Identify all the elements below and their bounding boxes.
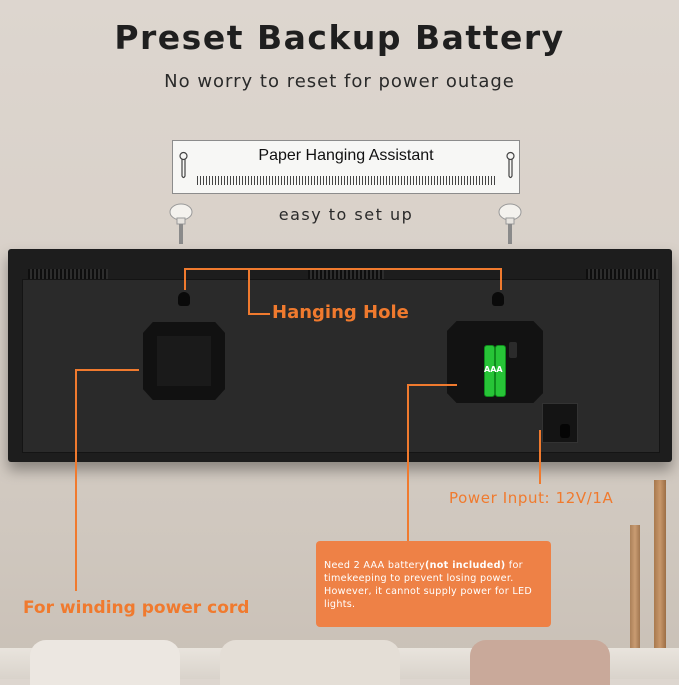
- keyhole-icon: [506, 151, 515, 179]
- note-text: Need 2 AAA battery: [324, 560, 425, 571]
- keyhole-icon: [179, 151, 188, 179]
- paper-hanging-assistant: Paper Hanging Assistant: [172, 140, 520, 194]
- device-back-panel: [8, 249, 672, 462]
- cord-winding-mount: [143, 322, 225, 400]
- wood-stand: [654, 480, 666, 679]
- page-subtitle: No worry to reset for power outage: [164, 71, 515, 92]
- power-input-label: Power Input: 12V/1A: [449, 489, 614, 507]
- battery-note-line: [407, 384, 409, 541]
- hanging-hole-label: Hanging Hole: [272, 302, 409, 323]
- setup-caption: easy to set up: [278, 205, 414, 224]
- sofa-cushion: [30, 640, 180, 685]
- page-title: Preset Backup Battery: [114, 18, 565, 57]
- winding-cord-line: [75, 369, 139, 371]
- power-jack: [560, 424, 570, 438]
- ruler-scale: [197, 176, 497, 185]
- wood-stand: [630, 525, 640, 679]
- wall-screw-icon: [498, 203, 522, 244]
- hanging-hole-line: [248, 268, 250, 314]
- battery-latch: [509, 342, 517, 358]
- battery-badge: AAA: [484, 365, 503, 374]
- hanging-hole-line: [248, 313, 270, 315]
- sofa-cushion: [470, 640, 610, 685]
- hanging-hole-line: [184, 268, 502, 270]
- hanging-hole: [178, 292, 190, 306]
- note-text: for timekeeping to prevent losing power.…: [324, 560, 533, 610]
- winding-cord-line: [75, 369, 77, 591]
- sofa-cushion: [220, 640, 400, 685]
- note-bold-text: (not included): [424, 560, 506, 571]
- hanging-hole-line: [500, 268, 502, 290]
- paper-assistant-label: Paper Hanging Assistant: [258, 147, 434, 164]
- winding-cord-label: For winding power cord: [23, 598, 250, 618]
- wall-screw-icon: [169, 203, 193, 244]
- battery-note: Need 2 AAA battery(not included) for tim…: [316, 541, 551, 627]
- aaa-battery: [495, 345, 506, 397]
- hanging-hole: [492, 292, 504, 306]
- power-input-line: [539, 430, 541, 484]
- battery-note-line: [407, 384, 457, 386]
- aaa-battery: [484, 345, 495, 397]
- hanging-hole-line: [184, 268, 186, 290]
